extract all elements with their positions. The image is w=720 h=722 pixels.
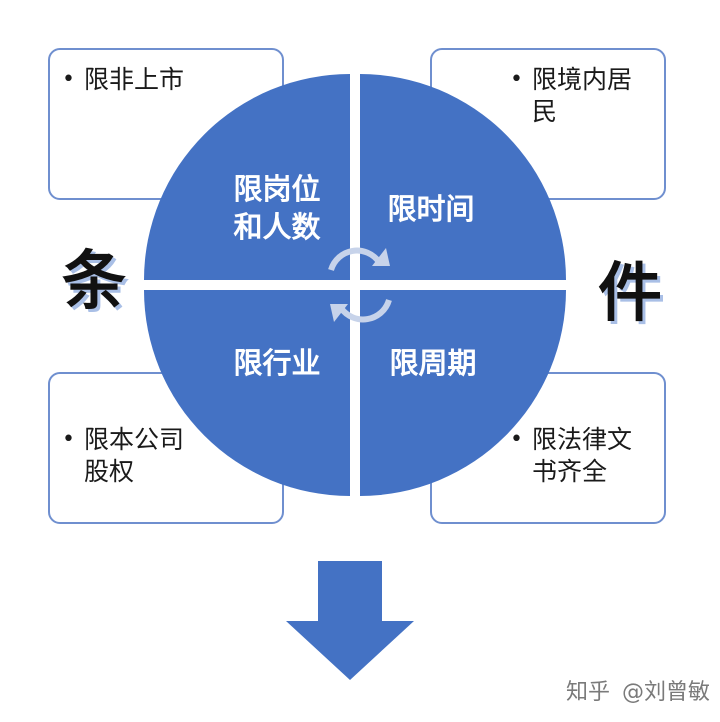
bullet-icon: • — [62, 427, 75, 452]
quadrant-circle — [144, 74, 566, 496]
box-top-right-line2: 民 — [532, 97, 558, 126]
box-bottom-right-line1: 限法律文 — [532, 425, 633, 454]
box-top-right-line1: 限境内居 — [532, 65, 633, 94]
cycle-arrows-icon — [328, 247, 392, 323]
quadrant-bottom-right-label: 限周期 — [389, 346, 477, 380]
quadrant-bottom-left-label: 限行业 — [233, 346, 321, 380]
quadrant-top-left-line2: 和人数 — [233, 210, 321, 244]
box-top-left-line1: 限非上市 — [84, 65, 185, 94]
cycle-arrow-head-right — [372, 248, 390, 266]
quadrant-top-right — [360, 74, 566, 280]
bullet-icon: • — [510, 67, 523, 92]
side-label-left: 条 — [62, 245, 126, 319]
watermark-author: @刘曾敏 — [622, 680, 711, 705]
quadrant-top-left — [144, 74, 350, 280]
quadrant-top-right-label: 限时间 — [387, 192, 475, 226]
quadrant-top-left-line1: 限岗位 — [233, 172, 321, 206]
quadrant-top-left-label: 限岗位 和人数 — [222, 170, 332, 246]
box-bottom-left-line1: 限本公司 — [84, 425, 185, 454]
box-bottom-left-line2: 股权 — [84, 457, 135, 486]
down-arrow-icon — [286, 561, 414, 680]
quadrant-bottom-right — [360, 290, 566, 496]
quadrant-bottom-left — [144, 290, 350, 496]
side-label-right: 件 — [598, 257, 662, 331]
watermark-platform: 知乎 — [566, 680, 611, 705]
box-bottom-right-line2: 书齐全 — [532, 457, 608, 486]
cycle-arrow-head-left — [330, 304, 348, 322]
bullet-icon: • — [510, 427, 523, 452]
bullet-icon: • — [62, 67, 75, 92]
